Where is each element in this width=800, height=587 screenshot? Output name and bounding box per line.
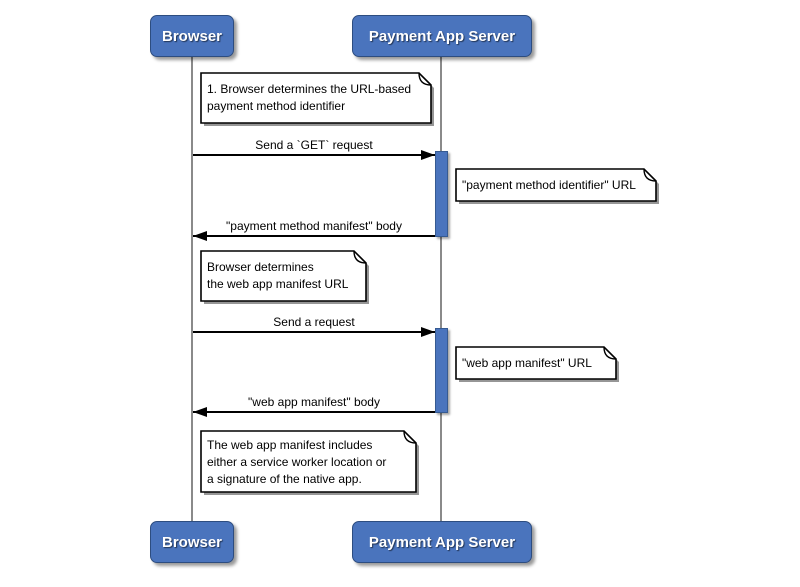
note-fold-icon [353, 250, 367, 264]
lifeline-browser [191, 57, 193, 521]
note-shape [455, 346, 619, 382]
lifeline-payment-app-server [440, 57, 442, 521]
note-manifest-contents-text: The web app manifest includes either a s… [207, 438, 387, 486]
note-body-shape [200, 250, 367, 302]
note-determine-identifier: 1. Browser determines the URL-based paym… [200, 72, 434, 126]
note-body-shape [455, 346, 617, 380]
arrowhead-left-icon [193, 407, 207, 417]
note-shape [455, 168, 659, 204]
message-send-request-label: Send a request [273, 315, 355, 329]
note-shape [200, 72, 434, 126]
arrowhead-right-icon [421, 150, 435, 160]
note-fold-icon [643, 168, 657, 182]
activation-bar-get-request [435, 151, 448, 237]
arrowhead-left-icon [193, 231, 207, 241]
message-web-app-manifest-body-label: "web app manifest" body [248, 395, 380, 409]
note-fold-icon [403, 430, 417, 444]
actor-browser-bottom: Browser [150, 521, 234, 563]
message-web-app-manifest-body-line [193, 411, 435, 413]
actor-browser-top: Browser [150, 15, 234, 57]
actor-payment-app-server-bottom-label: Payment App Server [368, 533, 516, 551]
note-shape [200, 430, 419, 495]
message-payment-method-manifest-body-line [193, 235, 435, 237]
note-manifest-contents: The web app manifest includes either a s… [200, 430, 419, 495]
note-determine-manifest-text: Browser determines the web app manifest … [207, 260, 349, 291]
actor-payment-app-server-top-label: Payment App Server [368, 27, 516, 45]
note-body-shape [455, 168, 657, 202]
note-determine-identifier-text: 1. Browser determines the URL-based paym… [207, 82, 412, 113]
note-body-shape [200, 72, 432, 124]
note-determine-manifest: Browser determines the web app manifest … [200, 250, 369, 304]
note-fold-icon [603, 346, 617, 360]
message-get-request-label: Send a `GET` request [255, 138, 373, 152]
arrowhead-right-icon [421, 327, 435, 337]
actor-payment-app-server-bottom: Payment App Server [352, 521, 532, 563]
note-shape [200, 250, 369, 304]
message-send-request-line [193, 331, 435, 333]
note-payment-method-identifier-url: "payment method identifier" URL [455, 168, 659, 204]
message-payment-method-manifest-body-label: "payment method manifest" body [226, 219, 402, 233]
note-payment-method-identifier-url-text: "payment method identifier" URL [462, 178, 636, 192]
note-web-app-manifest-url: "web app manifest" URL [455, 346, 619, 382]
message-get-request-line [193, 154, 435, 156]
note-fold-icon [418, 72, 432, 86]
actor-payment-app-server-top: Payment App Server [352, 15, 532, 57]
note-web-app-manifest-url-text: "web app manifest" URL [462, 356, 592, 370]
actor-browser-bottom-label: Browser [161, 533, 223, 551]
note-body-shape [200, 430, 417, 493]
activation-bar-manifest-request [435, 328, 448, 413]
actor-browser-top-label: Browser [161, 27, 223, 45]
